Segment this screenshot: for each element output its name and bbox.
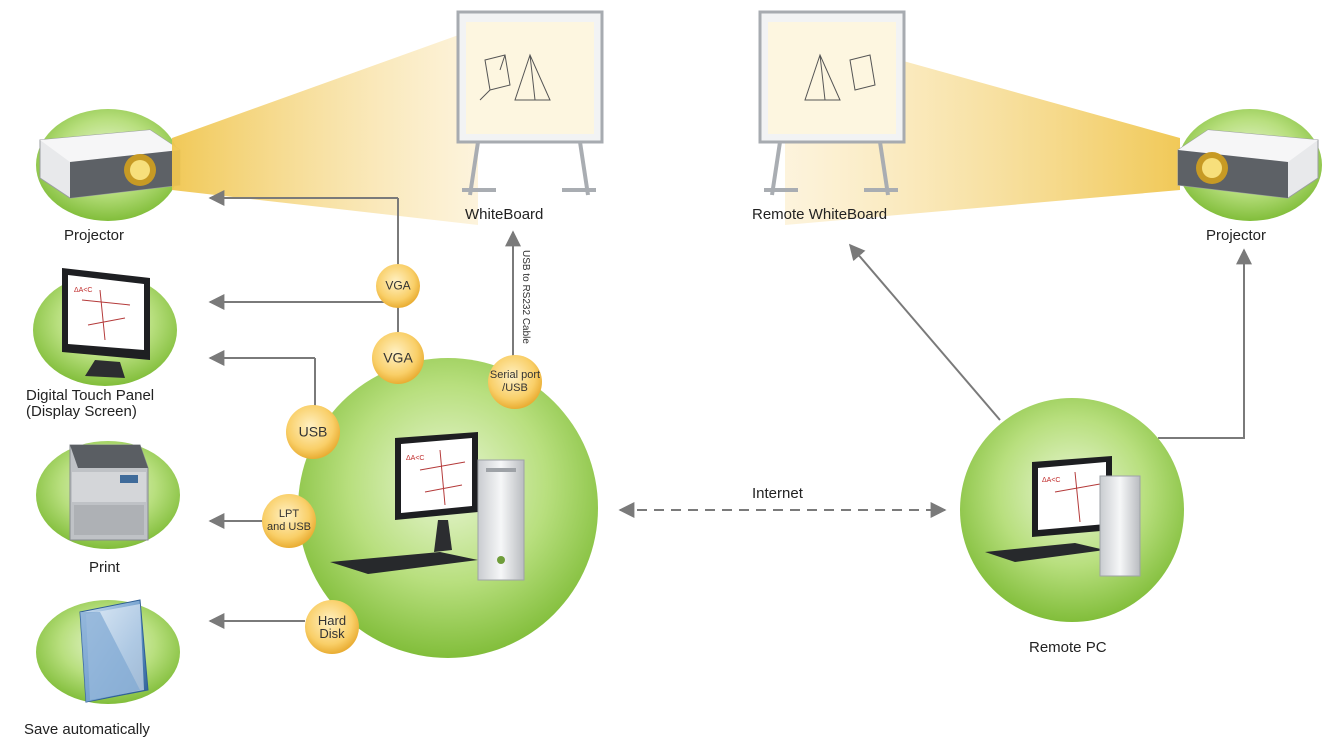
touch-panel-label-line2: (Display Screen) bbox=[26, 403, 137, 420]
projector-left-label: Projector bbox=[64, 227, 125, 244]
badge-serial-line2: /USB bbox=[502, 382, 528, 394]
whiteboard-icon bbox=[456, 10, 604, 196]
badge-hard-line1: Hard bbox=[317, 613, 347, 628]
badge-lpt-line1: LPT bbox=[278, 508, 300, 520]
badge-hard-disk-label: Hard Disk bbox=[318, 614, 346, 640]
badges bbox=[262, 264, 542, 654]
remote-whiteboard-icon bbox=[758, 10, 906, 196]
projector-right-label: Projector bbox=[1206, 227, 1267, 244]
touch-panel-node: ΔA<C bbox=[33, 268, 177, 386]
remote-pc-node: ΔA<C bbox=[960, 398, 1184, 622]
badge-usb-label: USB bbox=[298, 423, 328, 440]
badge-vga-top bbox=[376, 264, 420, 308]
projection-beam-left bbox=[172, 28, 478, 225]
arrow-to-remote-whiteboard bbox=[848, 243, 1001, 421]
print-label: Print bbox=[89, 559, 120, 576]
folder-icon bbox=[79, 599, 149, 703]
badge-vga-bottom-label: VGA bbox=[383, 349, 413, 366]
touch-panel-label: Digital Touch Panel (Display Screen) bbox=[26, 388, 154, 420]
internet-label: Internet bbox=[752, 485, 803, 502]
projector-left-node bbox=[36, 109, 181, 221]
remote-pc-label: Remote PC bbox=[1029, 639, 1107, 656]
svg-text:ΔA<C: ΔA<C bbox=[1042, 477, 1061, 484]
projector-right-node bbox=[1177, 109, 1322, 221]
save-label: Save automatically bbox=[24, 721, 150, 738]
badge-lpt-label: LPT and USB bbox=[267, 508, 311, 534]
touch-panel-label-line1: Digital Touch Panel bbox=[26, 387, 155, 404]
projector-icon bbox=[1177, 129, 1319, 199]
badge-lpt-line2: and USB bbox=[266, 521, 312, 533]
svg-text:ΔA<C: ΔA<C bbox=[74, 287, 93, 294]
print-node bbox=[36, 441, 180, 549]
badge-hard-disk bbox=[305, 600, 359, 654]
badge-serial-label: Serial port /USB bbox=[490, 369, 540, 395]
printer-icon bbox=[69, 444, 149, 541]
save-node bbox=[36, 599, 180, 704]
main-pc-node: ΔA<C bbox=[298, 358, 598, 658]
badge-vga-bottom bbox=[372, 332, 424, 384]
svg-text:ΔA<C: ΔA<C bbox=[406, 455, 425, 462]
badge-lpt bbox=[262, 494, 316, 548]
projector-icon bbox=[39, 129, 181, 199]
badge-vga-top-label: VGA bbox=[385, 278, 411, 293]
arrow-to-right-projector bbox=[1158, 248, 1252, 439]
badge-hard-line2: Disk bbox=[319, 626, 345, 641]
desktop-computer-icon: ΔA<C bbox=[985, 456, 1141, 577]
remote-whiteboard-label: Remote WhiteBoard bbox=[752, 206, 888, 223]
desktop-computer-icon: ΔA<C bbox=[330, 432, 525, 581]
monitor-icon: ΔA<C bbox=[62, 268, 150, 378]
whiteboard-label: WhiteBoard bbox=[465, 206, 544, 223]
cable-label: USB to RS232 Cable bbox=[520, 250, 531, 344]
badge-serial bbox=[488, 355, 542, 409]
badge-usb bbox=[286, 405, 340, 459]
badge-serial-line1: Serial port bbox=[489, 369, 541, 381]
